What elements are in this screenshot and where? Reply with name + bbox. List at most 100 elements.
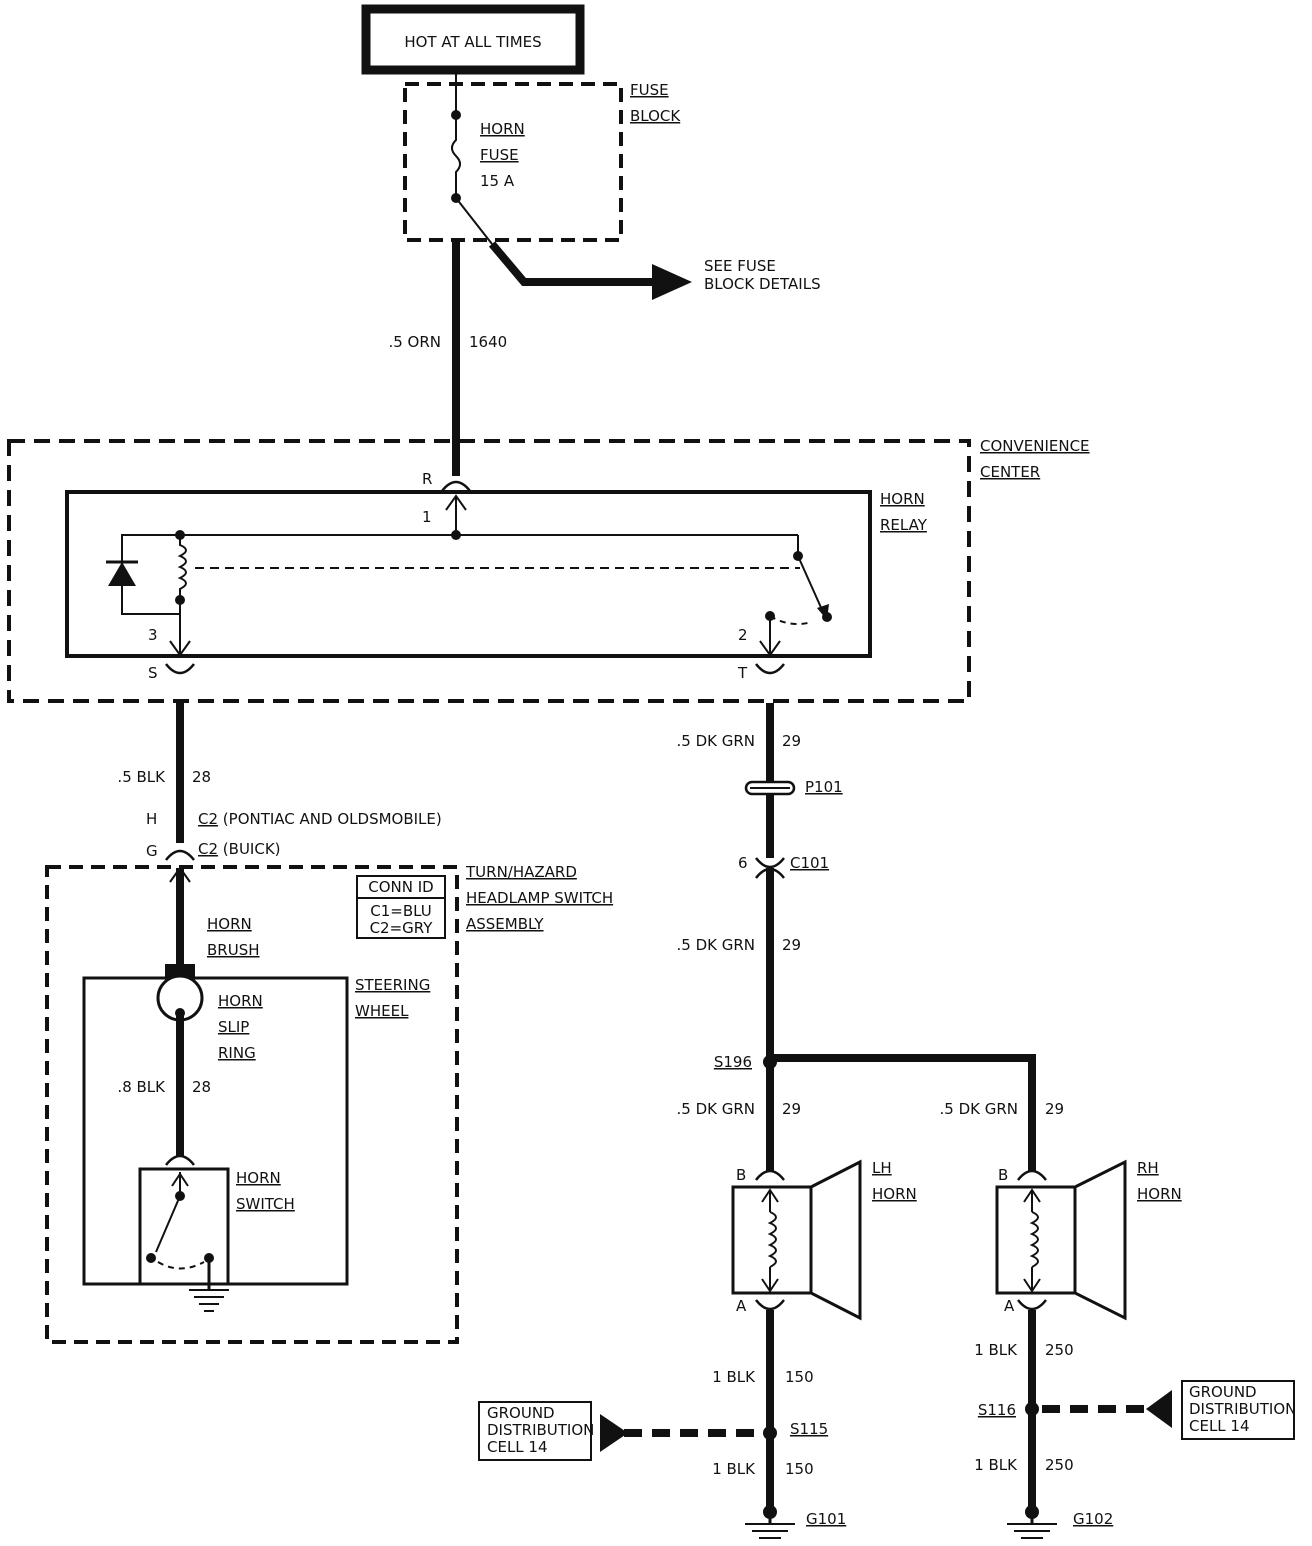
c2-label-pontiac: C2 (PONTIAC AND OLDSMOBILE) — [198, 810, 442, 828]
s116-label: S116 — [978, 1401, 1016, 1419]
p101-label: P101 — [805, 778, 843, 796]
ground-icon — [745, 1512, 795, 1539]
lh-horn-pin-a: A — [736, 1297, 747, 1315]
wire-29a-gauge: .5 DK GRN — [676, 732, 755, 750]
wire-28-circuit: 28 — [192, 768, 211, 786]
wire-250b-gauge: 1 BLK — [974, 1456, 1018, 1474]
slip-ring-label-1: HORN — [218, 992, 263, 1010]
conn-id-title: CONN ID — [368, 878, 433, 896]
connector-r-icon — [441, 480, 471, 492]
ground-icon — [1007, 1512, 1057, 1539]
see-fuse-details-1: SEE FUSE — [704, 257, 776, 275]
rh-horn-label-1: RH — [1137, 1159, 1159, 1177]
connector-c2-icon — [165, 849, 195, 861]
horn-fuse-label-2: FUSE — [480, 146, 519, 164]
steering-wheel: STEERING WHEEL HORN SLIP RING .8 BLK 28 … — [82, 964, 430, 1312]
s115-splice — [763, 1426, 777, 1440]
relay-pin-1: 1 — [422, 508, 432, 526]
wire-29a-circuit: 29 — [782, 732, 801, 750]
horn-brush-label-1: HORN — [207, 915, 252, 933]
rh-horn-label-2: HORN — [1137, 1185, 1182, 1203]
pin-t-label: T — [737, 664, 748, 682]
fuse-block-label-2: BLOCK — [630, 107, 681, 125]
s115-label: S115 — [790, 1420, 828, 1438]
wire-29d-gauge: .5 DK GRN — [939, 1100, 1018, 1118]
ground-right-line-2: DISTRIBUTION — [1189, 1400, 1296, 1418]
c2-pin-h: H — [146, 810, 157, 828]
wire-1640: .5 ORN 1640 — [388, 240, 507, 476]
fuse-block-label-1: FUSE — [630, 81, 669, 99]
horn-brush-label-2: BRUSH — [207, 941, 260, 959]
wire-150a-circuit: 150 — [785, 1368, 814, 1386]
horn-switch-label-1: HORN — [236, 1169, 281, 1187]
see-fuse-details-2: BLOCK DETAILS — [704, 275, 821, 293]
wire-29: .5 DK GRN 29 P101 6 C101 .5 DK GRN 29 S1… — [676, 703, 1064, 1172]
g102-label: G102 — [1073, 1510, 1113, 1528]
assembly-label-1: TURN/HAZARD — [465, 863, 577, 881]
wire-28b-circuit: 28 — [192, 1078, 211, 1096]
wire-29b-gauge: .5 DK GRN — [676, 936, 755, 954]
wire-150b-gauge: 1 BLK — [712, 1460, 756, 1478]
turn-hazard-switch-assembly: TURN/HAZARD HEADLAMP SWITCH ASSEMBLY CON… — [45, 863, 613, 1344]
lh-horn-label-2: HORN — [872, 1185, 917, 1203]
c101-pin: 6 — [738, 854, 748, 872]
wire-28-gauge: .5 BLK — [117, 768, 166, 786]
ground-left-line-1: GROUND — [487, 1404, 555, 1422]
wire-1640-circuit: 1640 — [469, 333, 507, 351]
c101-label: C101 — [790, 854, 829, 872]
lh-horn-label-1: LH — [872, 1159, 892, 1177]
connector-t-icon — [755, 663, 785, 675]
horn-relay: HORN RELAY 1 3 2 — [65, 490, 928, 658]
connector-c2: H G C2 (PONTIAC AND OLDSMOBILE) C2 (BUIC… — [146, 810, 442, 861]
s116-splice — [1025, 1402, 1039, 1416]
wire-29c-circuit: 29 — [782, 1100, 801, 1118]
diode-icon — [108, 562, 136, 586]
ground-left-line-3: CELL 14 — [487, 1438, 548, 1456]
c2-pin-g: G — [146, 842, 158, 860]
slip-ring-label-2: SLIP — [218, 1018, 249, 1036]
assembly-label-3: ASSEMBLY — [466, 915, 544, 933]
speaker-icon — [809, 1159, 862, 1321]
conn-id-c2: C2=GRY — [370, 919, 434, 937]
ground-left-line-2: DISTRIBUTION — [487, 1421, 594, 1439]
ground-icon — [189, 1289, 229, 1312]
relay-pin-2: 2 — [738, 626, 748, 644]
pin-r-label: R — [422, 470, 432, 488]
wire-150a-gauge: 1 BLK — [712, 1368, 756, 1386]
conn-id-c1: C1=BLU — [370, 902, 431, 920]
horn-switch: HORN SWITCH — [138, 1154, 295, 1312]
wire-250: 1 BLK 250 S116 1 BLK 250 GROUND DISTRIBU… — [974, 1310, 1296, 1539]
steering-wheel-label-1: STEERING — [355, 976, 430, 994]
s196-splice: S196 — [714, 1053, 1036, 1172]
convenience-center: CONVENIENCE CENTER R S T HORN RELAY 1 3 … — [7, 437, 1090, 703]
assembly-label-2: HEADLAMP SWITCH — [466, 889, 613, 907]
convenience-center-label-2: CENTER — [980, 463, 1040, 481]
horn-switch-label-2: SWITCH — [236, 1195, 295, 1213]
wire-1640-gauge: .5 ORN — [388, 333, 441, 351]
c2-label-buick: C2 (BUICK) — [198, 840, 281, 858]
speaker-icon — [1073, 1159, 1127, 1321]
ground-right-line-1: GROUND — [1189, 1383, 1257, 1401]
wire-28b-gauge: .8 BLK — [117, 1078, 166, 1096]
ground-distribution-left: GROUND DISTRIBUTION CELL 14 — [478, 1401, 594, 1461]
horn-fuse-label-1: HORN — [480, 120, 525, 138]
ground-right-line-3: CELL 14 — [1189, 1417, 1250, 1435]
wire-250b-circuit: 250 — [1045, 1456, 1074, 1474]
rh-horn-pin-b: B — [998, 1166, 1008, 1184]
relay-coil-icon — [177, 535, 187, 600]
arrow-right-icon — [652, 264, 692, 300]
lh-horn-pin-b: B — [736, 1166, 746, 1184]
fuse-block: FUSE BLOCK HORN FUSE 15 A SEE FUSE BLOCK… — [403, 70, 821, 300]
wire-29b-circuit: 29 — [782, 936, 801, 954]
wire-250a-gauge: 1 BLK — [974, 1341, 1018, 1359]
wire-29d-circuit: 29 — [1045, 1100, 1064, 1118]
arrow-left-icon — [1146, 1390, 1172, 1428]
connector-s-icon — [165, 663, 195, 675]
fuse-icon — [451, 115, 461, 198]
conn-id-table: CONN ID C1=BLU C2=GRY — [356, 875, 446, 939]
convenience-center-label-1: CONVENIENCE — [980, 437, 1090, 455]
horn-fuse-rating: 15 A — [480, 172, 515, 190]
relay-pin-3: 3 — [148, 626, 158, 644]
pin-s-label: S — [148, 664, 158, 682]
